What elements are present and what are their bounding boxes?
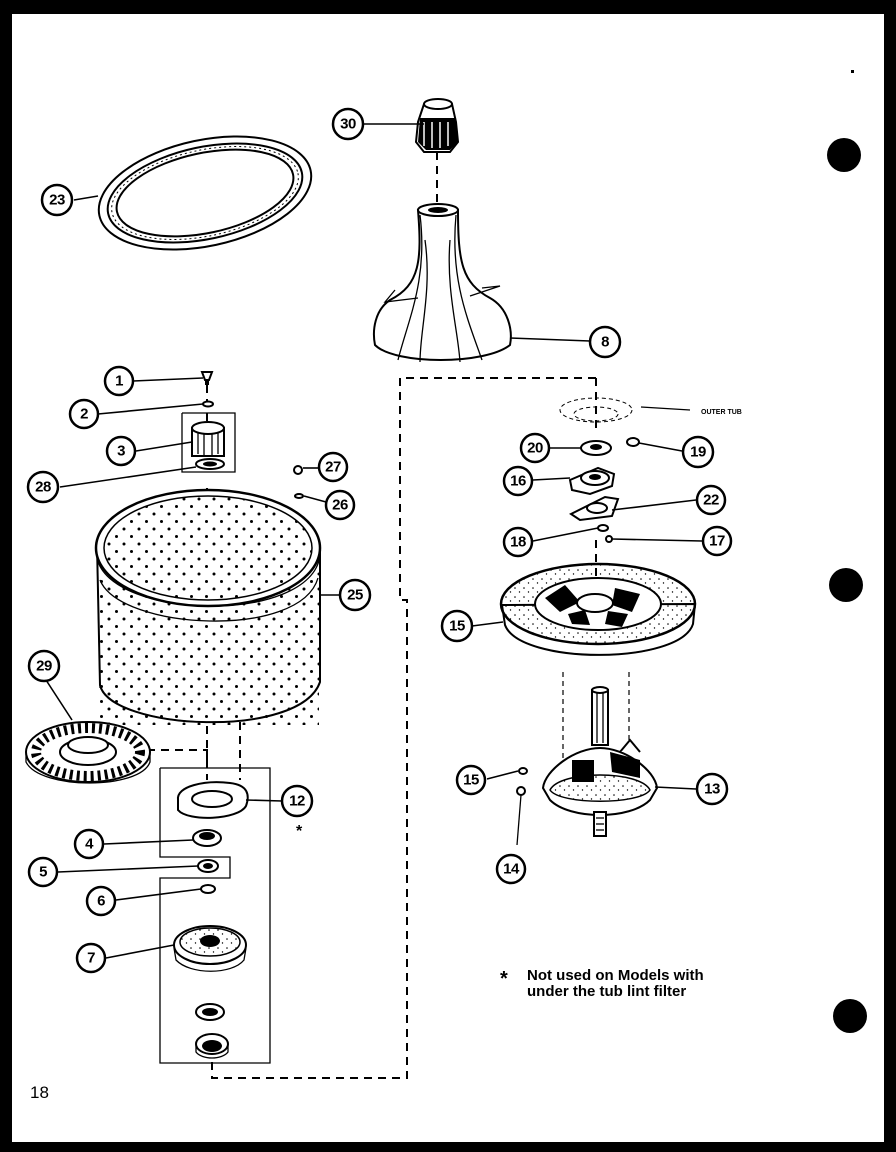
svg-text:17: 17 [709, 533, 725, 550]
page-number: 18 [30, 1083, 49, 1102]
tub-ring [97, 135, 313, 251]
callout-23: 23 [40, 183, 74, 217]
svg-text:1: 1 [115, 373, 123, 390]
lint-filter [25, 721, 151, 784]
callout-22: 22 [695, 484, 727, 516]
callout-12: 12 [280, 784, 314, 818]
binder-hole-top [827, 138, 861, 172]
callout-28: 28 [26, 470, 60, 504]
small-hardware-14-15 [516, 767, 528, 846]
svg-text:4: 4 [85, 836, 94, 853]
spin-basket [94, 488, 322, 725]
svg-text:5: 5 [39, 864, 47, 881]
callout-8: 8 [588, 325, 622, 359]
svg-text:25: 25 [347, 587, 363, 604]
callout-29: 29 [27, 649, 61, 683]
callout-1: 1 [103, 365, 135, 397]
callout-2: 2 [68, 398, 100, 430]
svg-text:19: 19 [690, 444, 706, 461]
agitator-fastener-group [181, 371, 236, 473]
callout-16: 15 [440, 609, 474, 643]
svg-text:3: 3 [117, 443, 125, 460]
note-asterisk: * [500, 968, 508, 990]
edge-mark [851, 70, 854, 73]
callout-18: 17 [701, 525, 733, 557]
svg-text:28: 28 [35, 479, 51, 496]
svg-text:15: 15 [463, 772, 479, 789]
callout-15: 15 [455, 764, 487, 796]
part12-asterisk: * [296, 823, 303, 840]
callout-4: 4 [73, 828, 105, 860]
note-line-2: under the tub lint filter [527, 983, 686, 1000]
svg-text:30: 30 [340, 116, 356, 133]
svg-text:18: 18 [510, 534, 526, 551]
drive-pulley [499, 562, 697, 656]
callout-19: 18 [502, 526, 534, 558]
callout-17: 16 [502, 465, 534, 497]
callout-30: 30 [331, 107, 365, 141]
binder-hole-bottom [833, 999, 867, 1033]
svg-text:12: 12 [289, 793, 305, 810]
outer-tub-label: OUTER TUB [701, 409, 742, 416]
callouts: 30 23 8 1 2 3 28 27 26 25 29 12 4 5 6 7 … [26, 107, 733, 974]
callout-13: 13 [695, 772, 729, 806]
svg-text:26: 26 [332, 497, 348, 514]
callout-6: 6 [85, 885, 117, 917]
transmission [541, 686, 659, 837]
svg-text:7: 7 [87, 950, 95, 967]
agitator [372, 203, 512, 363]
svg-text:29: 29 [36, 658, 52, 675]
svg-text:27: 27 [325, 459, 341, 476]
svg-text:14: 14 [503, 861, 520, 878]
binder-hole-middle [829, 568, 863, 602]
callout-7: 7 [75, 942, 107, 974]
callout-20: 19 [681, 435, 715, 469]
svg-text:2: 2 [80, 406, 88, 423]
small-hardware-26-27 [293, 465, 304, 499]
callout-27: 27 [317, 451, 349, 483]
callout-5: 5 [27, 856, 59, 888]
callout-14: 14 [495, 853, 527, 885]
callout-26: 26 [324, 489, 356, 521]
callout-21: 20 [519, 432, 551, 464]
callout-25: 25 [338, 578, 372, 612]
svg-text:20: 20 [527, 440, 543, 457]
svg-text:8: 8 [601, 334, 609, 351]
svg-text:16: 16 [510, 473, 526, 490]
svg-text:23: 23 [49, 192, 65, 209]
svg-text:15: 15 [449, 618, 465, 635]
agitator-cap [414, 98, 460, 153]
svg-text:6: 6 [97, 893, 105, 910]
svg-text:13: 13 [704, 781, 720, 798]
svg-text:22: 22 [703, 492, 719, 509]
outer-tub-mount-group [559, 397, 691, 543]
bearing-stack-group [159, 767, 271, 1064]
callout-3: 3 [105, 435, 137, 467]
note-line-1: Not used on Models with [527, 967, 704, 984]
leader-lines [45, 123, 703, 959]
